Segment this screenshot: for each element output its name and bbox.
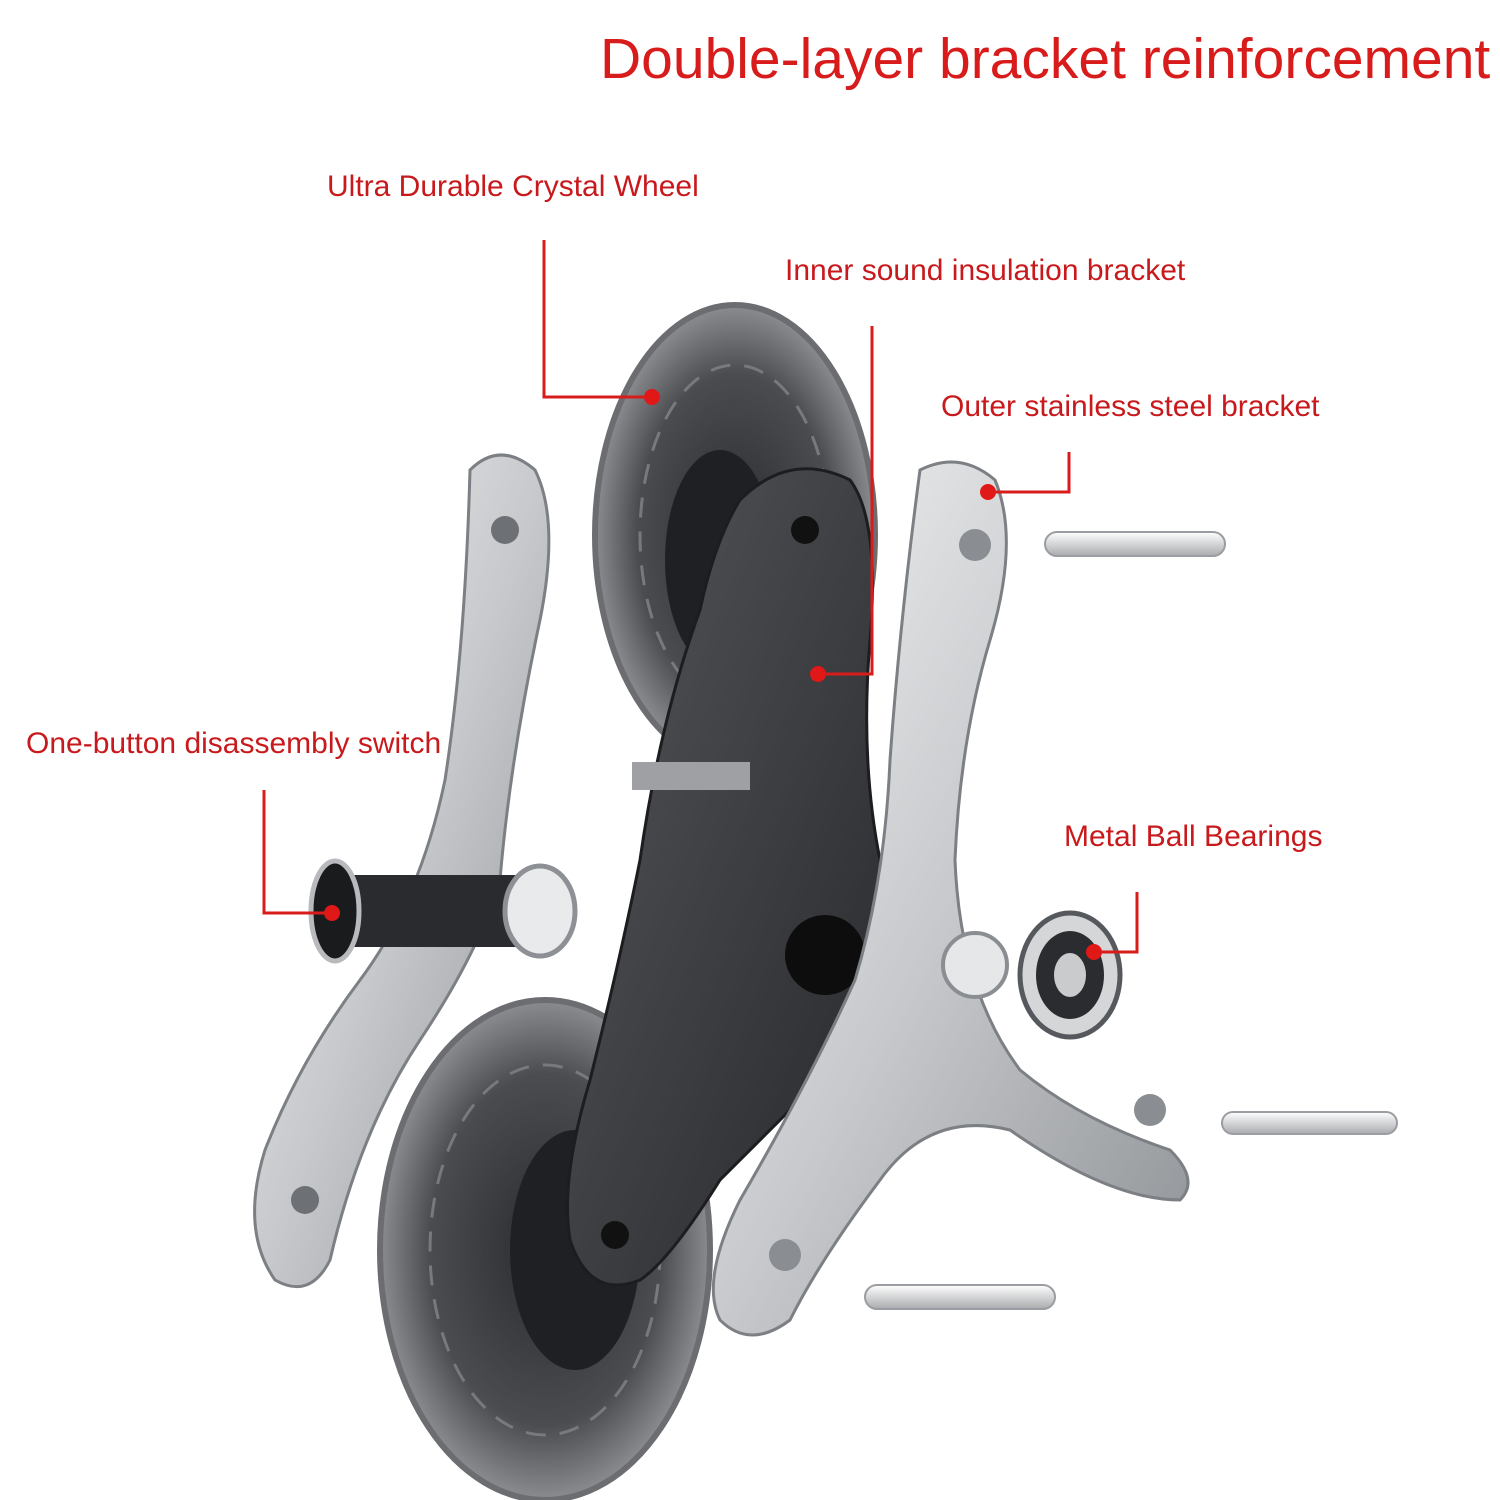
- diagram-title: Double-layer bracket reinforcement: [600, 27, 1491, 91]
- steel-pins: [864, 531, 1398, 1310]
- callout-dots: [324, 389, 1102, 960]
- wheel-callout-line: [542, 240, 650, 399]
- callout-lines: [262, 240, 1139, 954]
- axle-with-switch: [308, 858, 578, 964]
- switch-callout-label: One-button disassembly switch: [26, 727, 442, 760]
- right-outer-bracket: [711, 460, 1190, 1337]
- outer-bracket-callout-line: [988, 452, 1071, 494]
- wheel-callout-label: Ultra Durable Crystal Wheel: [327, 170, 699, 203]
- switch-callout-line: [262, 790, 332, 915]
- ball-bearing: [1017, 910, 1123, 1040]
- left-outer-bracket: [253, 453, 551, 1289]
- bearing-callout-line: [1094, 892, 1139, 954]
- inner-bracket-callout-line: [818, 326, 874, 676]
- bearing-callout-label: Metal Ball Bearings: [1064, 820, 1323, 853]
- outer-bracket-callout-label: Outer stainless steel bracket: [941, 390, 1320, 423]
- inner-bracket-callout-label: Inner sound insulation bracket: [785, 254, 1186, 287]
